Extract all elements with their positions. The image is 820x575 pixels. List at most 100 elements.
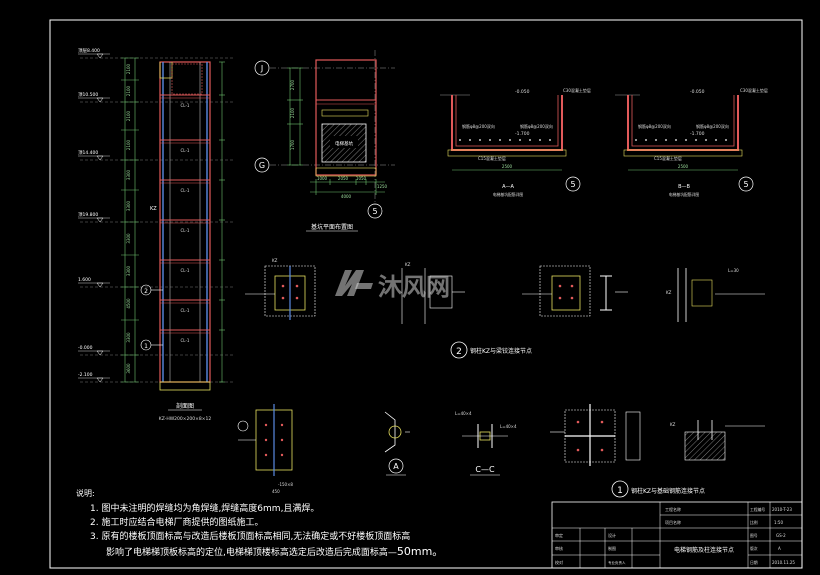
- bb-level-top: -0.050: [690, 89, 705, 95]
- tb-role-4: 设计: [608, 532, 616, 538]
- note-item-4: 影响了电梯梯顶板标高的定位,电梯梯顶楼标高选定后改造后完成面标高—50mm。: [106, 543, 443, 559]
- elevation-marker: [96, 155, 104, 161]
- drawing-frame: [49, 19, 803, 569]
- svg-text:KZ: KZ: [150, 206, 157, 212]
- plan-dim-bottom-5: 4000: [341, 194, 352, 199]
- tb-version: A: [778, 546, 781, 551]
- elevation-value: 顶10.500: [78, 92, 98, 98]
- tb-role-6: 专业负责人: [608, 560, 626, 565]
- aa-label-4: C15混凝土垫层: [478, 155, 506, 161]
- pit-label: 电梯基坑: [335, 140, 353, 147]
- bb-label-1: C30混凝土垫层: [740, 87, 768, 93]
- watermark-text: 沐风网: [378, 273, 450, 301]
- node-2-details: KZ KZ KZ L=30 2 钢柱KZ与梁铰连接节点: [245, 258, 765, 359]
- aa-label-3: 钢筋φ8@200双向: [520, 123, 553, 129]
- grid-label-g: G: [259, 161, 265, 170]
- note-item-2: 2. 施工时应结合电梯厂商提供的图纸施工。: [90, 518, 264, 528]
- elevation-value: 1.600: [78, 277, 91, 283]
- cc-dim-2: L=40×4: [500, 424, 517, 429]
- grid-label-j: J: [260, 64, 263, 73]
- bb-grid-5: 5: [743, 180, 748, 189]
- section-b-b: -0.050 -1.700 C30混凝土垫层 钢筋φ8@200双向 钢筋φ8@2…: [615, 87, 768, 197]
- aa-subcaption: 电梯基坑配筋详图: [493, 192, 524, 197]
- elevation-marker: [96, 217, 104, 223]
- elevation-dim: 3300: [126, 265, 131, 276]
- tb-role-5: 制图: [608, 545, 616, 551]
- bottom-details: -150×8 450 A L=40×4 L=40×4 C—C: [237, 404, 517, 494]
- aa-grid-5: 5: [570, 180, 575, 189]
- beam-label: CL-1: [181, 228, 190, 233]
- elevation-value: -0.000: [78, 345, 93, 351]
- bb-subcaption: 电梯基坑配筋详图: [669, 192, 700, 197]
- cc-label: C—C: [475, 465, 495, 474]
- beam-label: CL-1: [181, 268, 190, 273]
- tb-date-label: 日期: [750, 560, 758, 565]
- elevation-dim: 3300: [126, 169, 131, 180]
- plan-dim-bottom-1: 1000: [317, 176, 328, 181]
- elevation-dim: 3300: [126, 200, 131, 211]
- elevation-value: 顶层8.400: [78, 48, 100, 54]
- plan-dim-bottom-4: 1250: [377, 184, 388, 189]
- notes-heading: 说明:: [76, 489, 95, 498]
- node1-kz-label: KZ: [670, 422, 676, 427]
- bb-dim: 2500: [678, 164, 689, 169]
- bb-label-3: 钢筋φ8@200双向: [696, 123, 729, 129]
- tb-role-1: 审定: [555, 532, 563, 538]
- node2-kz-label-2: KZ: [666, 290, 672, 295]
- title-block: 工程名称 项目名称 工程编号 2010-T-23 比例 1:50 图号 GS-2…: [551, 501, 803, 569]
- elevation-marker: [96, 282, 104, 288]
- detail-a-dim-1: -150×8: [278, 482, 293, 487]
- detail-a-dim-2: 450: [272, 489, 280, 494]
- tb-drawing-no: GS-2: [776, 533, 786, 538]
- elevation-value: 顶19.800: [78, 212, 98, 218]
- node2-number: 2: [456, 347, 462, 357]
- aa-label-1: C30混凝土垫层: [563, 87, 591, 93]
- node1-number: 1: [617, 486, 623, 496]
- beam-label: CL-1: [181, 188, 190, 193]
- tb-scale-label: 比例: [750, 520, 758, 525]
- watermark: 沐风网: [335, 270, 450, 301]
- node2-title: 钢柱KZ与梁铰连接节点: [470, 347, 532, 355]
- plan-dim-left-3: 1700: [290, 139, 295, 150]
- tb-drawing-title: 电梯钢筋及柱连接节点: [674, 546, 734, 554]
- section-a-a: -0.050 -1.700 C30混凝土垫层 钢筋φ8@200双向 钢筋φ8@2…: [440, 87, 591, 197]
- plan-dim-left-1: 2700: [290, 79, 295, 90]
- beam-label: CL-1: [181, 103, 190, 108]
- tb-role-2: 审核: [555, 545, 563, 551]
- node1-title: 钢柱KZ与基础钢筋连接节点: [631, 487, 705, 495]
- elevation-caption: 剖面图: [176, 402, 194, 410]
- elevation-dim: 4500: [126, 298, 131, 309]
- elevation-subcaption: KZ-HW200×200×8×12: [159, 416, 212, 422]
- svg-text:1: 1: [144, 343, 148, 350]
- tb-date: 2010.11.25: [772, 560, 795, 565]
- elevation-dim: 2100: [126, 85, 131, 96]
- aa-level-top: -0.050: [515, 89, 530, 95]
- elevation-marker: [96, 53, 104, 59]
- elevation-dim: 3300: [126, 332, 131, 343]
- aa-dim: 2500: [502, 164, 513, 169]
- svg-text:KZ: KZ: [272, 258, 278, 263]
- tb-version-label: 版次: [750, 546, 758, 551]
- detail-a-label: A: [393, 462, 399, 471]
- bb-label-2: 钢筋φ8@200双向: [638, 123, 671, 129]
- plan-caption: 基坑平面布置图: [311, 223, 353, 231]
- aa-caption: A—A: [502, 184, 514, 190]
- tb-scale: 1:50: [774, 520, 783, 525]
- svg-text:2: 2: [144, 288, 148, 295]
- pit-plan-view: J G 5 电梯基坑 2700 2100 1700: [254, 50, 395, 232]
- tb-role-3: 校对: [555, 559, 563, 565]
- bb-level-bottom: -1.700: [690, 131, 705, 137]
- beam-label: CL-1: [181, 308, 190, 313]
- elevation-marker: [96, 97, 104, 103]
- cc-dim-1: L=40×4: [455, 411, 472, 416]
- note-item-3: 3. 原有的楼板顶面标高与改造后楼板顶面标高相同,无法确定或不好楼板顶面标高: [90, 532, 411, 542]
- plan-dim-bottom-3: 1050: [356, 176, 367, 181]
- elevation-dim: 2100: [126, 139, 131, 150]
- elevation-dim: 2100: [126, 63, 131, 74]
- tb-project-no-label: 工程编号: [750, 507, 765, 512]
- aa-level-bottom: -1.700: [515, 131, 530, 137]
- plan-dim-left-2: 2100: [290, 107, 295, 118]
- elevation-dim: 2100: [126, 110, 131, 121]
- node2-l30-label: L=30: [728, 268, 739, 273]
